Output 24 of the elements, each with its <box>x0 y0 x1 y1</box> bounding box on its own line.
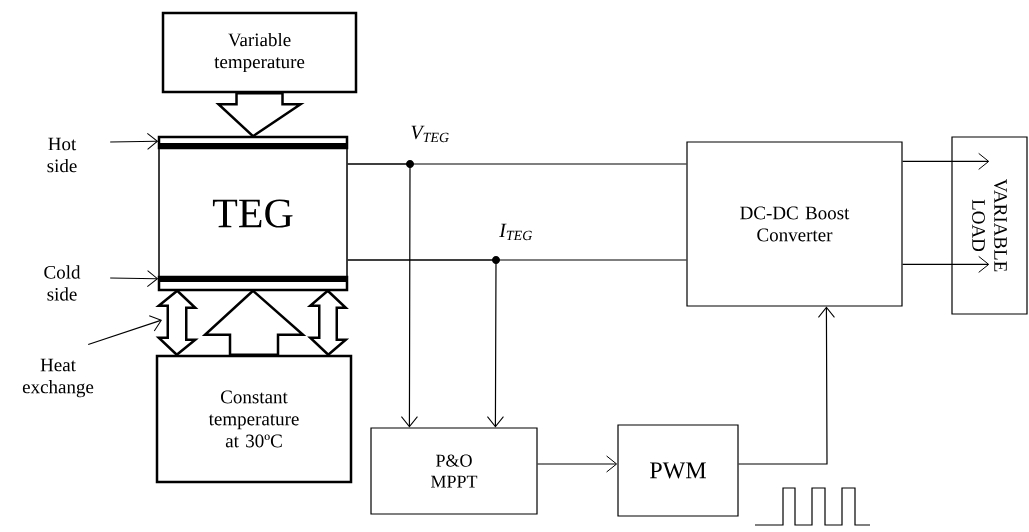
leader-line <box>87 315 162 346</box>
block-arrow <box>215 92 305 138</box>
controller-box: P&O MPPT <box>370 427 538 515</box>
converter-box: DC-DC Boost Converter <box>686 141 903 307</box>
arrow <box>109 132 158 150</box>
arrow <box>902 255 990 273</box>
arrow <box>738 306 835 465</box>
arrow <box>537 455 618 473</box>
signal-label: I$_{TEG}$ <box>498 222 534 242</box>
load-box: VARIABLE LOAD <box>951 136 1028 315</box>
heat-exchange-label: Heat exchange <box>22 358 94 398</box>
side-label: Hot side <box>47 137 77 173</box>
teg-module: TEG <box>157 135 349 292</box>
arrow <box>347 163 418 428</box>
block-arrow <box>201 289 307 356</box>
arrow <box>109 270 158 288</box>
heat-sink-box: Constant temperature at 30ºC <box>155 354 353 484</box>
signal-label: V$_{TEG}$ <box>409 124 451 144</box>
source-box: Variable temperature <box>161 11 358 94</box>
block-arrow <box>155 289 199 357</box>
pwm-box: PWM <box>617 424 739 517</box>
arrow <box>347 259 504 428</box>
arrow <box>902 152 990 170</box>
side-label: Cold side <box>44 265 81 301</box>
